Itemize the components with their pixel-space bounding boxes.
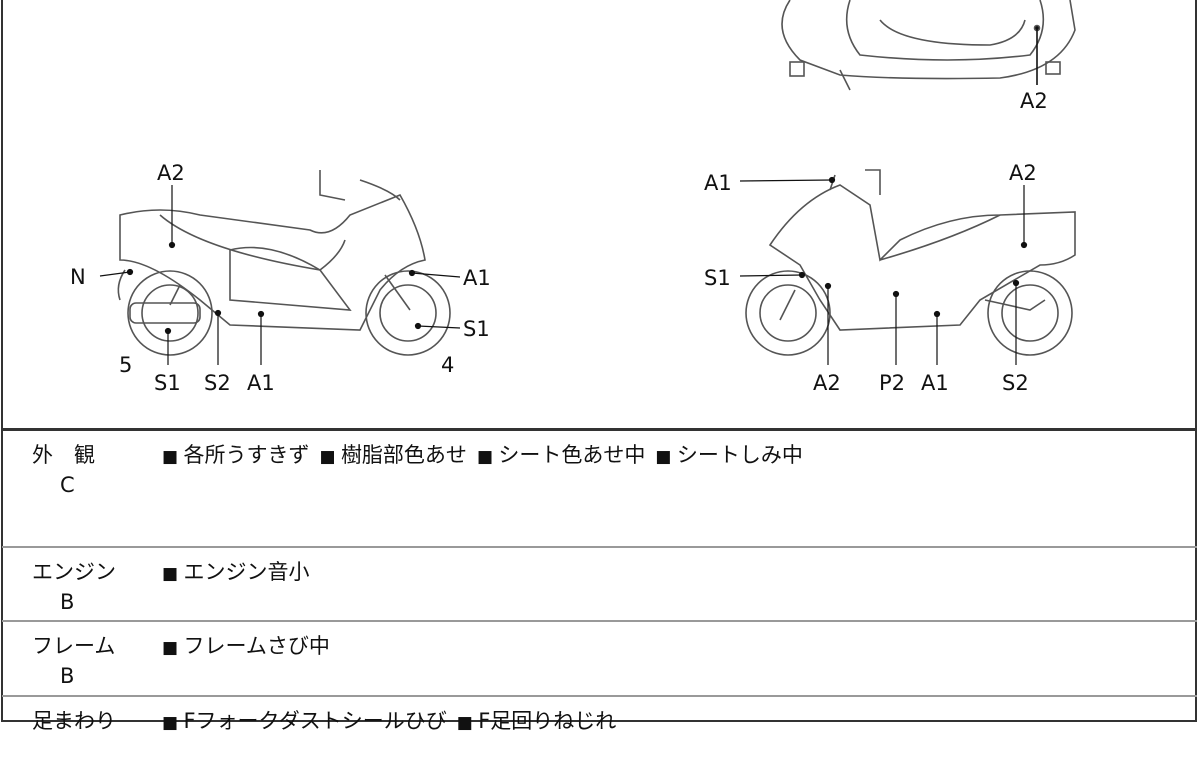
- condition-item: 樹脂部色あせ: [319, 443, 466, 467]
- damage-label: S1: [463, 317, 490, 341]
- row-items: エンジン音小: [162, 556, 319, 586]
- damage-label: N: [70, 265, 86, 289]
- condition-item: フレームさび中: [162, 634, 330, 658]
- row-grade: C: [60, 473, 75, 497]
- damage-label: A2: [813, 371, 841, 395]
- damage-label: S2: [1002, 371, 1029, 395]
- condition-item: シート色あせ中: [477, 443, 645, 467]
- condition-item: F足回りねじれ: [457, 709, 617, 733]
- row-category: 外 観: [32, 443, 95, 467]
- condition-item: Fフォークダストシールひび: [162, 709, 447, 733]
- damage-label: 4: [441, 353, 454, 377]
- scooter-right-view: [745, 169, 1076, 356]
- row-category: エンジン: [32, 560, 116, 584]
- row-category: フレーム: [32, 634, 116, 658]
- damage-label: A2: [1020, 89, 1048, 113]
- damage-label: A2: [1009, 161, 1037, 185]
- row-items: フレームさび中: [162, 630, 340, 660]
- damage-label: A1: [463, 266, 491, 290]
- damage-label: A1: [704, 171, 732, 195]
- row-grade: B: [60, 664, 75, 688]
- row-items: Fフォークダストシールひび F足回りねじれ: [162, 705, 626, 735]
- damage-label: S1: [154, 371, 181, 395]
- condition-item: 各所うすきず: [162, 443, 309, 467]
- scooter-left-view: [117, 170, 451, 356]
- damage-label: S2: [204, 371, 231, 395]
- condition-row-engine: エンジン B エンジン音小: [2, 548, 1197, 622]
- condition-item: エンジン音小: [162, 560, 309, 584]
- scooter-damage-diagram: A2 A2 N A1 S1 5 4 S1 S2 A1: [70, 0, 1076, 395]
- condition-row-exterior: 外 観 C 各所うすきず樹脂部色あせシート色あせ中シートしみ中: [2, 431, 1197, 548]
- damage-label: A2: [157, 161, 185, 185]
- damage-label: P2: [879, 371, 905, 395]
- damage-label: S1: [704, 266, 731, 290]
- row-items: 各所うすきず樹脂部色あせシート色あせ中シートしみ中: [162, 439, 813, 469]
- scooter-top-view: A2: [781, 0, 1076, 113]
- condition-table: 外 観 C 各所うすきず樹脂部色あせシート色あせ中シートしみ中 エンジン B エ…: [2, 428, 1197, 772]
- row-grade: B: [60, 590, 75, 614]
- condition-item: シートしみ中: [655, 443, 802, 467]
- condition-row-frame: フレーム B フレームさび中: [2, 622, 1197, 697]
- damage-label: A1: [247, 371, 275, 395]
- damage-label: 5: [119, 353, 132, 377]
- damage-label: A1: [921, 371, 949, 395]
- condition-row-suspension: 足まわり Fフォークダストシールひび F足回りねじれ: [2, 697, 1197, 772]
- row-category: 足まわり: [32, 709, 116, 733]
